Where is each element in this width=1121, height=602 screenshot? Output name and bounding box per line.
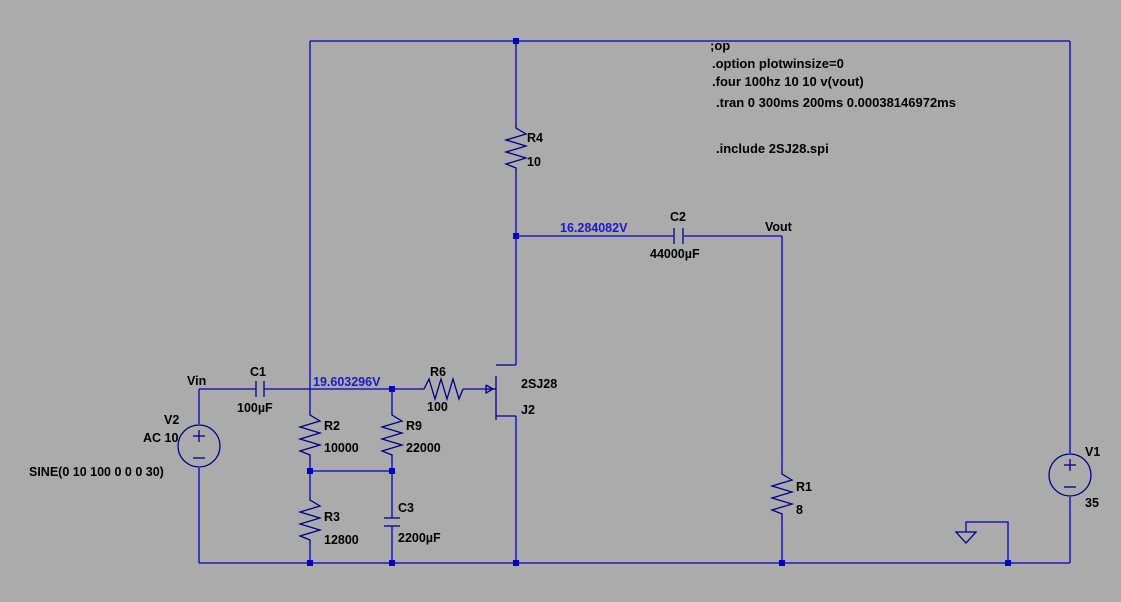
r3-name: R3 bbox=[324, 510, 340, 524]
r9-value: 22000 bbox=[406, 441, 441, 455]
probe-gate-bias-voltage: 19.603296V bbox=[313, 375, 381, 389]
resistor-r4[interactable] bbox=[503, 124, 529, 172]
spice-directives: ;op .option plotwinsize=0 .four 100hz 10… bbox=[710, 38, 956, 156]
r3-value: 12800 bbox=[324, 533, 359, 547]
r6-name: R6 bbox=[430, 365, 446, 379]
directive-op[interactable]: ;op bbox=[710, 38, 730, 53]
v2-source: SINE(0 10 100 0 0 0 30) bbox=[29, 465, 164, 479]
node-r9-c3[interactable] bbox=[389, 468, 395, 474]
r4-name: R4 bbox=[527, 131, 543, 145]
node-top-r4[interactable] bbox=[513, 38, 519, 44]
c2-value: 44000µF bbox=[650, 247, 700, 261]
capacitor-c2[interactable] bbox=[673, 228, 684, 244]
v1-name: V1 bbox=[1085, 445, 1100, 459]
node-r2-r3[interactable] bbox=[307, 468, 313, 474]
resistor-r6[interactable] bbox=[420, 376, 464, 402]
node-drain[interactable] bbox=[513, 233, 519, 239]
voltage-source-v1[interactable] bbox=[1048, 453, 1092, 497]
v2-name: V2 bbox=[164, 413, 179, 427]
resistor-r2[interactable] bbox=[297, 411, 323, 461]
resistor-r3[interactable] bbox=[297, 496, 323, 546]
c3-value: 2200µF bbox=[398, 531, 441, 545]
capacitor-c1[interactable] bbox=[255, 381, 265, 397]
r1-name: R1 bbox=[796, 480, 812, 494]
r4-value: 10 bbox=[527, 155, 541, 169]
directive-option[interactable]: .option plotwinsize=0 bbox=[712, 56, 844, 71]
ground-icon[interactable] bbox=[954, 531, 978, 544]
r2-name: R2 bbox=[324, 419, 340, 433]
r9-name: R9 bbox=[406, 419, 422, 433]
c1-name: C1 bbox=[250, 365, 266, 379]
directive-four[interactable]: .four 100hz 10 10 v(vout) bbox=[712, 74, 864, 89]
j2-name: J2 bbox=[521, 403, 535, 417]
v2-ac: AC 10 bbox=[143, 431, 178, 445]
directive-include[interactable]: .include 2SJ28.spi bbox=[716, 141, 829, 156]
directive-tran[interactable]: .tran 0 300ms 200ms 0.00038146972ms bbox=[716, 95, 956, 110]
voltage-source-v2[interactable] bbox=[177, 424, 221, 468]
node-bottom-c3[interactable] bbox=[389, 560, 395, 566]
wires bbox=[198, 40, 1071, 564]
resistor-r1[interactable] bbox=[769, 470, 795, 520]
net-labels: Vin Vout bbox=[187, 220, 793, 388]
net-label-vin[interactable]: Vin bbox=[187, 374, 206, 388]
wire-ground[interactable] bbox=[965, 521, 1009, 563]
resistor-r9[interactable] bbox=[379, 411, 405, 461]
c2-name: C2 bbox=[670, 210, 686, 224]
j2-model: 2SJ28 bbox=[521, 377, 557, 391]
net-label-vout[interactable]: Vout bbox=[765, 220, 793, 234]
probe-drain-voltage: 16.284082V bbox=[560, 221, 628, 235]
node-bottom-source[interactable] bbox=[513, 560, 519, 566]
node-gate-bias[interactable] bbox=[389, 386, 395, 392]
node-bottom-ground[interactable] bbox=[1005, 560, 1011, 566]
c3-name: C3 bbox=[398, 501, 414, 515]
r1-value: 8 bbox=[796, 503, 803, 517]
v1-value: 35 bbox=[1085, 496, 1099, 510]
node-bottom-r1[interactable] bbox=[779, 560, 785, 566]
node-bottom-r3[interactable] bbox=[307, 560, 313, 566]
probe-voltages: 16.284082V 19.603296V bbox=[313, 221, 628, 389]
jfet-j2[interactable] bbox=[485, 364, 516, 420]
r2-value: 10000 bbox=[324, 441, 359, 455]
c1-value: 100µF bbox=[237, 401, 273, 415]
junction-nodes bbox=[307, 38, 1011, 566]
component-labels: R4 10 C2 44000µF C1 100µF R6 100 2SJ28 J… bbox=[29, 131, 1100, 547]
capacitor-c3[interactable] bbox=[384, 517, 400, 527]
r6-value: 100 bbox=[427, 400, 448, 414]
